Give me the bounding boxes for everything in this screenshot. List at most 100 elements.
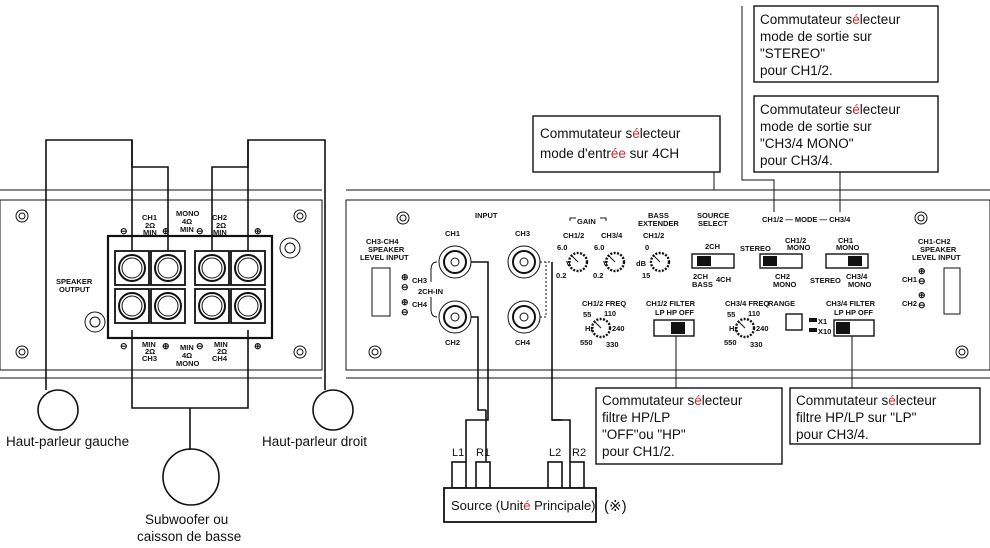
mode-mono-label: MONO bbox=[836, 243, 859, 252]
ohm-top-left: 2Ω bbox=[145, 221, 155, 230]
range-button[interactable] bbox=[785, 313, 803, 331]
callout-filter12-line1: Commutateur sélecteur bbox=[602, 393, 743, 408]
callout-mono34-line1: Commutateur sélecteur bbox=[760, 102, 901, 117]
filter34-switch[interactable] bbox=[833, 319, 875, 337]
callout-input-mode-line2: mode d'entrée sur 4CH bbox=[540, 146, 679, 161]
callout-filter12-line2: filtre HP/LP bbox=[602, 410, 670, 425]
knob-max-label: 6.0 bbox=[594, 243, 604, 252]
speaker-terminal[interactable] bbox=[114, 288, 150, 324]
mode-stereo-label: STEREO bbox=[810, 276, 841, 285]
callout-filter12 bbox=[595, 387, 783, 465]
right-level-input-2: SPEAKER bbox=[920, 245, 957, 254]
ch3-terminal-label: CH3 bbox=[142, 354, 157, 363]
min-top-right: MIN bbox=[213, 228, 227, 237]
mono-top-label: MONO bbox=[176, 209, 199, 218]
bass-max-label: 15 bbox=[642, 271, 650, 280]
gain-ch34-knob[interactable] bbox=[604, 251, 626, 273]
rca-ch4-jack[interactable] bbox=[507, 300, 541, 334]
source-select-slider bbox=[697, 256, 711, 266]
speaker-terminal[interactable] bbox=[194, 288, 230, 324]
knob-min-label: 0.2 bbox=[593, 271, 603, 280]
filter12-options: LP HP OFF bbox=[655, 308, 694, 317]
callout-stereo-line4: pour CH1/2. bbox=[760, 63, 833, 78]
freq-hz-label: Hz bbox=[729, 324, 738, 333]
callout-filter34-line1: Commutateur sélecteur bbox=[796, 393, 937, 408]
bass-extender-knob[interactable] bbox=[649, 251, 671, 273]
plus-terminal-icon: ⊕ bbox=[162, 226, 170, 236]
ch4-terminal-label: CH4 bbox=[212, 354, 228, 363]
mode-stereo-label: STEREO bbox=[740, 244, 771, 253]
filter34-slider bbox=[836, 322, 850, 334]
left-speaker-label: Haut-parleur gauche bbox=[6, 434, 129, 449]
right-amplifier-panel: CH3-CH4 SPEAKER LEVEL INPUT ⊕ ⊖ ⊕ ⊖ CH3 … bbox=[345, 189, 990, 379]
gain-ch12-knob[interactable] bbox=[567, 251, 589, 273]
plug-l2-label: L2 bbox=[549, 447, 561, 459]
right-speaker-icon bbox=[312, 389, 354, 431]
speaker-wiring bbox=[45, 139, 326, 450]
rca-ch2-jack[interactable] bbox=[438, 300, 472, 334]
filter12-switch[interactable] bbox=[653, 319, 695, 337]
left-level-input-1: CH3-CH4 bbox=[366, 237, 399, 246]
plus-icon: ⊕ bbox=[401, 272, 409, 282]
freq12-knob[interactable] bbox=[590, 317, 612, 339]
ohm-bottom-right: 2Ω bbox=[217, 347, 227, 356]
freq-550-label: 550 bbox=[724, 338, 737, 347]
source-select-switch[interactable] bbox=[691, 253, 735, 269]
plus-icon: ⊕ bbox=[918, 290, 926, 300]
speaker-terminal[interactable] bbox=[230, 250, 266, 286]
rca-ch1-jack[interactable] bbox=[438, 245, 472, 279]
minus-terminal-icon: ⊖ bbox=[196, 226, 204, 236]
mono-bottom-label: MONO bbox=[176, 359, 199, 368]
gain-label: GAIN bbox=[577, 217, 596, 226]
minus-icon: ⊖ bbox=[918, 276, 926, 286]
src-2ch-label: 2CH bbox=[705, 242, 720, 251]
mono-ohm-bottom: 4Ω bbox=[182, 351, 192, 360]
range-x1-label: X1 bbox=[818, 317, 827, 326]
src-2ch-bass-label: 2CH bbox=[693, 272, 708, 281]
filter34-options: LP HP OFF bbox=[834, 308, 873, 317]
freq-240-label: 240 bbox=[756, 324, 769, 333]
freq-hz-label: Hz bbox=[585, 324, 594, 333]
source-unit-box bbox=[443, 487, 597, 523]
freq-550-label: 550 bbox=[580, 338, 593, 347]
subwoofer-label-2: caisson de basse bbox=[137, 529, 241, 544]
speaker-output-label-2: OUTPUT bbox=[59, 285, 90, 294]
filter12-slider bbox=[671, 322, 685, 334]
speaker-terminal[interactable] bbox=[114, 250, 150, 286]
speaker-terminal[interactable] bbox=[150, 250, 186, 286]
callout-filter34 bbox=[789, 387, 981, 445]
subwoofer-icon bbox=[162, 448, 220, 506]
gain-ch12-label: CH1/2 bbox=[563, 231, 584, 240]
mode-ch12-slider bbox=[763, 256, 777, 266]
speaker-terminal[interactable] bbox=[150, 288, 186, 324]
mode-ch12mono-label: CH1/2 bbox=[785, 236, 806, 245]
speaker-terminal[interactable] bbox=[194, 250, 230, 286]
min-bottom-left: MIN bbox=[142, 340, 156, 349]
mode-ch34-switch[interactable] bbox=[825, 253, 869, 269]
plus-icon: ⊕ bbox=[401, 297, 409, 307]
input-label: INPUT bbox=[475, 211, 498, 220]
speaker-output-label-1: SPEAKER bbox=[56, 277, 93, 286]
callout-filter12-line3: "OFF"ou "HP" bbox=[602, 427, 686, 442]
mode-ch12-switch[interactable] bbox=[759, 253, 803, 269]
bass-ch12-label: CH1/2 bbox=[643, 231, 664, 240]
speaker-terminals bbox=[114, 250, 266, 324]
freq34-knob[interactable] bbox=[734, 317, 756, 339]
right-level-input-1: CH1-CH2 bbox=[918, 237, 951, 246]
ch4-side-label: CH4 bbox=[412, 300, 428, 309]
src-bass-label: BASS bbox=[692, 280, 713, 289]
ch3-side-label: CH3 bbox=[412, 276, 427, 285]
callout-mono34-line2: mode de sortie sur bbox=[760, 119, 872, 134]
mode-ch1mono-label: CH1 bbox=[838, 236, 853, 245]
speaker-terminal[interactable] bbox=[230, 288, 266, 324]
left-level-input-3: LEVEL INPUT bbox=[360, 253, 409, 262]
callout-mono34 bbox=[753, 95, 939, 173]
mode-mono-label: MONO bbox=[787, 243, 810, 252]
source-note: (※) bbox=[604, 498, 627, 515]
minus-terminal-icon: ⊖ bbox=[196, 341, 204, 351]
ohm-top-right: 2Ω bbox=[216, 221, 226, 230]
callout-stereo-line1: Commutateur sélecteur bbox=[760, 12, 901, 27]
knob-unit-label: V bbox=[566, 259, 571, 268]
rca-ch3-jack[interactable] bbox=[507, 245, 541, 279]
callout-filter34-line3: pour CH3/4. bbox=[796, 427, 869, 442]
